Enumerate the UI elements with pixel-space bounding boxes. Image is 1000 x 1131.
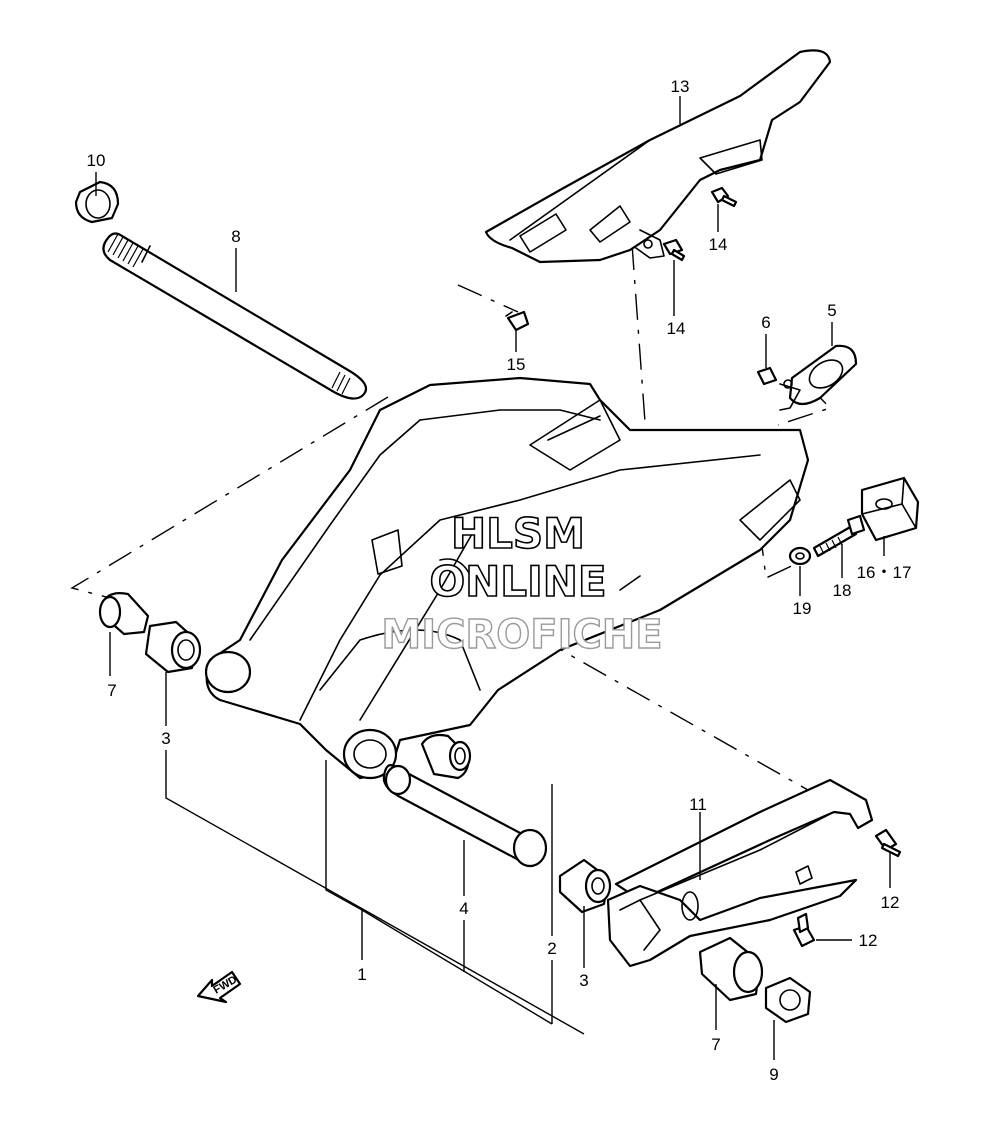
pivot-nut: [74, 180, 120, 224]
spacer-tube: [382, 764, 548, 868]
bolt-lower: [662, 238, 686, 262]
guide-bolt-lower: [792, 912, 816, 948]
swingarm: [204, 376, 810, 780]
callout-7a: 7: [107, 681, 116, 700]
watermark-line1: HLSM: [451, 509, 585, 558]
needle-bearing: [420, 733, 472, 780]
adjuster-bolt: [812, 514, 866, 558]
callout-10: 10: [87, 151, 106, 170]
callout-16-17: 16・17: [857, 563, 912, 582]
guide-bolt-upper: [874, 828, 902, 858]
callouts: 1 2 3 3 4 5 6 7 7 8 9 10 11 12 12 13 14 …: [87, 77, 912, 1084]
callout-1: 1: [357, 965, 366, 984]
callout-18: 18: [833, 581, 852, 600]
fwd-arrow-icon: FWD: [196, 970, 242, 1004]
screw: [756, 366, 778, 386]
callout-14a: 14: [709, 235, 728, 254]
callout-9: 9: [769, 1065, 778, 1084]
callout-11: 11: [689, 795, 707, 814]
adjuster-plate: [779, 344, 858, 411]
bearing-left: [144, 620, 202, 674]
callout-8: 8: [231, 227, 240, 246]
pivot-shaft: [102, 232, 368, 400]
leader-lines: [95, 96, 891, 1060]
bolt-upper: [710, 186, 738, 208]
callout-13: 13: [671, 77, 690, 96]
bearing-right: [558, 858, 612, 914]
callout-19: 19: [793, 599, 812, 618]
callout-12b: 12: [859, 931, 878, 950]
callout-2: 2: [547, 939, 556, 958]
watermark: HLSM ONLINE MICROFICHE: [381, 508, 664, 659]
pivot-nut-right: [764, 976, 812, 1024]
chain-guide: [606, 778, 874, 968]
collar-left: [98, 592, 150, 636]
washer: [788, 546, 812, 566]
callout-15: 15: [507, 355, 526, 374]
watermark-line3: MICROFICHE: [381, 612, 662, 658]
callout-7b: 7: [711, 1035, 720, 1054]
chain-case: [484, 49, 832, 264]
callout-14b: 14: [667, 319, 686, 338]
callout-5: 5: [827, 301, 836, 320]
clip: [505, 310, 530, 332]
callout-3b: 3: [579, 971, 588, 990]
collar-right: [698, 936, 764, 1002]
callout-3a: 3: [161, 729, 170, 748]
callout-12a: 12: [881, 893, 900, 912]
callout-4: 4: [459, 899, 468, 918]
watermark-line2: ONLINE: [429, 557, 606, 606]
callout-6: 6: [761, 313, 770, 332]
chain-adjuster: [860, 476, 920, 542]
